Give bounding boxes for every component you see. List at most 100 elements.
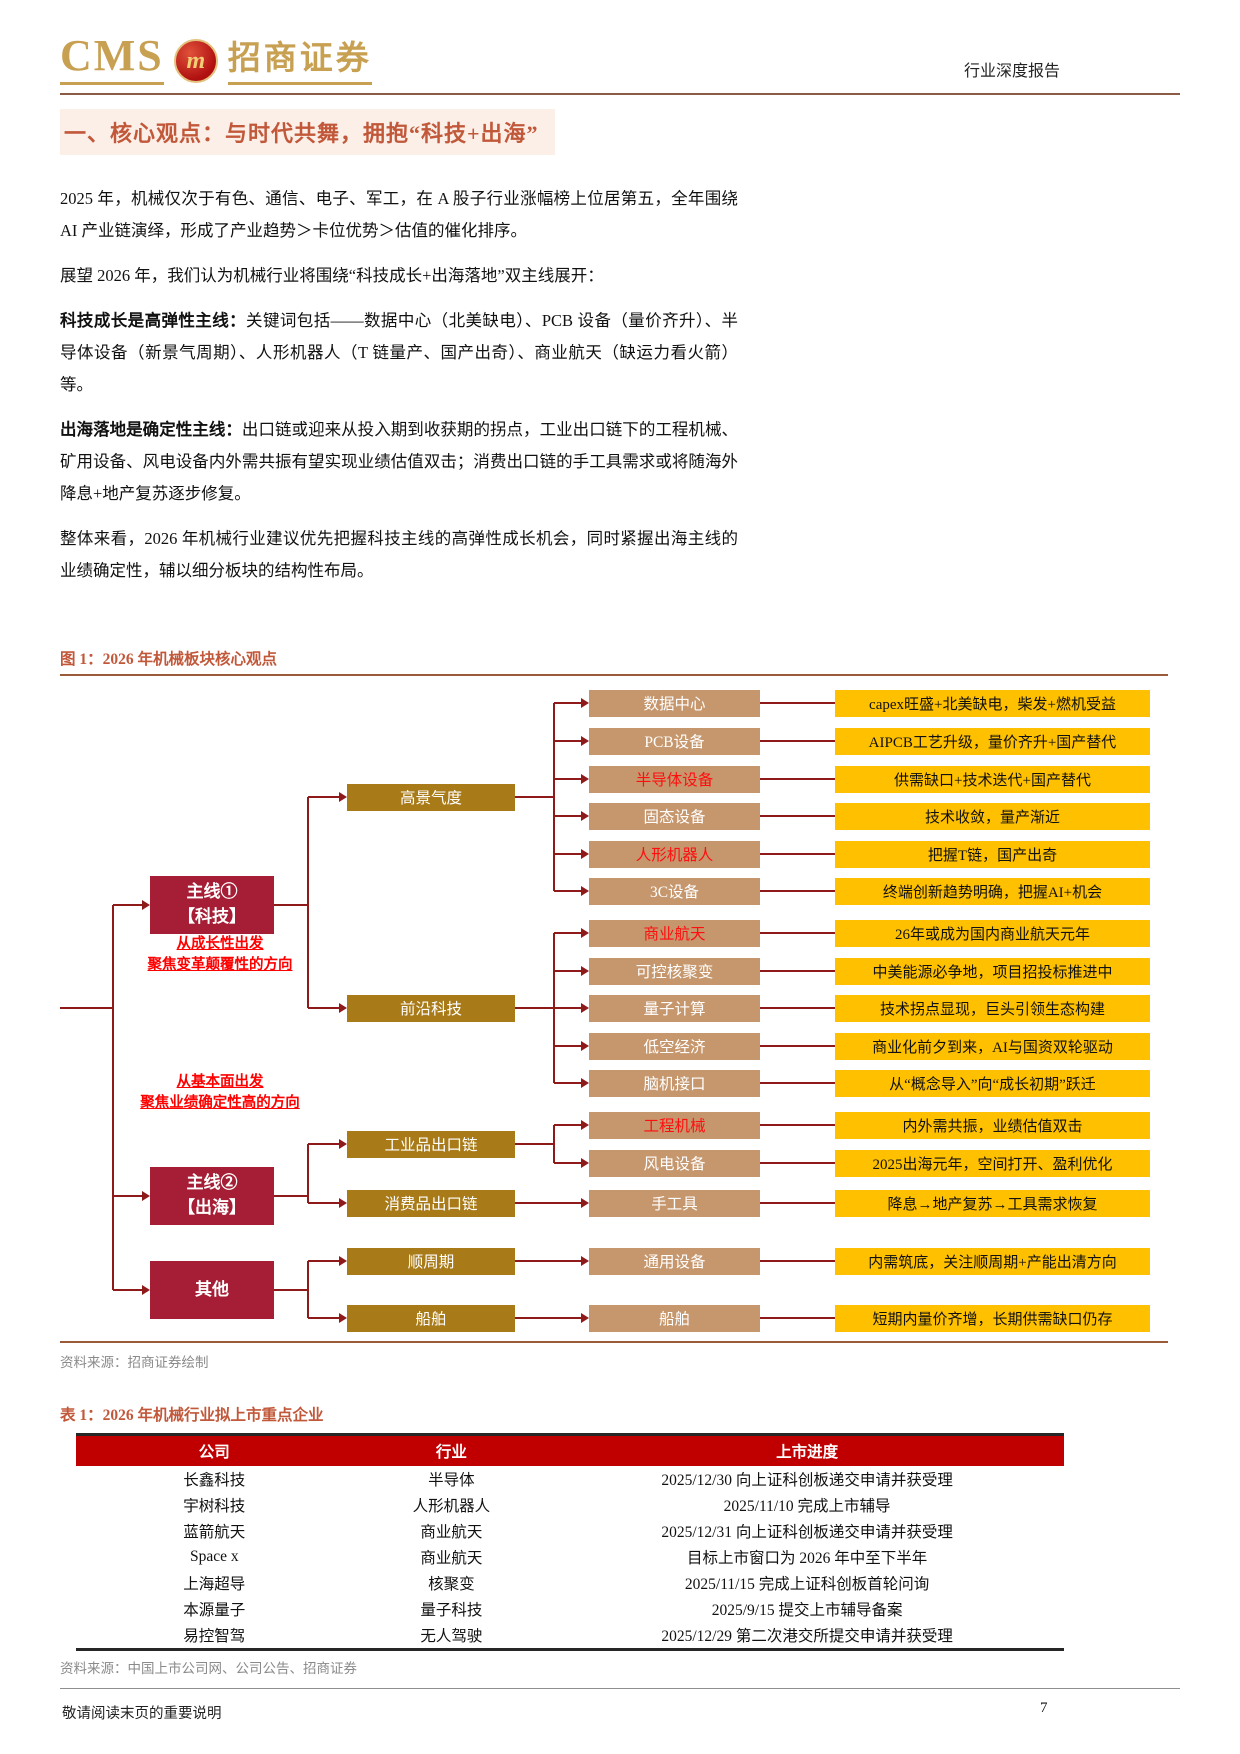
description-box: 技术收敛，量产渐近 [835,802,1150,830]
figure-source: 资料来源：招商证券绘制 [60,1355,209,1370]
brand-logo-group: CMS m 招商证券 [60,34,372,85]
table-cell: 本源量子 [183,1602,246,1619]
connector-line [553,1125,555,1163]
connector-line [760,1202,835,1204]
brand-name: 招商证券 [227,43,372,85]
connector-line [760,740,835,742]
connector-line [308,1202,340,1204]
description-box: 短期内量价齐增，长期供需缺口仍存 [835,1304,1150,1332]
connector-line [554,702,582,704]
table-cell: 无人驾驶 [420,1628,483,1645]
table-header-row: 公司行业上市进度 [76,1434,1064,1466]
description-box: 内需筑底，关注顺周期+产能出清方向 [835,1247,1150,1275]
connector-line [515,1260,582,1262]
cms-logo-icon: m [173,39,218,83]
category-box: 手工具 [589,1189,760,1217]
page-number: 7 [1040,1700,1048,1716]
connector-line [760,890,835,892]
connector-line [760,1162,835,1164]
category-box: 商业航天 [589,919,760,947]
arrowhead-icon [581,736,589,746]
header-divider [60,93,1180,95]
table-source: 资料来源：中国上市公司网、公司公告、招商证券 [60,1661,357,1676]
arrowhead-icon [581,886,589,896]
group-box: 高景气度 [347,783,515,811]
annotation-text: 从成长性出发聚焦变革颠覆性的方向 [120,934,320,976]
arrowhead-icon [142,1285,150,1295]
connector-line [554,932,582,934]
page-header: CMS m 招商证券 行业深度报告 [60,0,1180,95]
category-box: 脑机接口 [589,1069,760,1097]
main-line-label: 其他 [195,1279,229,1299]
body-paragraphs: 2025 年，机械仅次于有色、通信、电子、军工，在 A 股子行业涨幅榜上位居第五… [60,183,738,587]
annotation-text: 从基本面出发聚焦业绩确定性高的方向 [120,1072,320,1114]
table-header-cell: 行业 [352,1434,551,1466]
connector-line [554,815,582,817]
description-box: capex旺盛+北美缺电，柴发+燃机受益 [835,689,1150,717]
annotation-line: 从成长性出发 [176,936,264,952]
connector-line [515,1143,554,1145]
category-box: 3C设备 [589,877,760,905]
connector-line [307,1261,309,1318]
connector-line [760,1007,835,1009]
table-head: 公司行业上市进度 [76,1434,1064,1466]
category-box: 数据中心 [589,689,760,717]
body-paragraph: 出海落地是确定性主线：出口链或迎来从投入期到收获期的拐点，工业出口链下的工程机械… [60,414,738,510]
category-box: 低空经济 [589,1032,760,1060]
paragraph-lead-bold: 出海落地是确定性主线： [60,420,242,439]
arrowhead-icon [142,900,150,910]
description-box: 终端创新趋势明确，把握AI+机会 [835,877,1150,905]
table-cell: 易控智驾 [183,1628,246,1645]
connector-line [760,970,835,972]
table-cell: 宇树科技 [183,1498,246,1515]
category-box: 可控核聚变 [589,957,760,985]
arrowhead-icon [581,698,589,708]
description-box: 内外需共振，业绩估值双击 [835,1111,1150,1139]
table-cell: 2025/11/15 完成上证科创板首轮问询 [684,1576,930,1593]
cms-wordmark: CMS [60,34,164,85]
main-line-label: 主线②【出海】 [178,1173,246,1217]
connector-line [553,703,555,891]
arrowhead-icon [581,1198,589,1208]
arrowhead-icon [581,1003,589,1013]
connector-line [515,1007,554,1009]
body-paragraph: 科技成长是高弹性主线：关键词包括——数据中心（北美缺电）、PCB 设备（量价齐升… [60,305,738,401]
connector-line [515,796,554,798]
section-title: 一、核心观点：与时代共舞，拥抱“科技+出海” [60,109,555,155]
connector-line [554,778,582,780]
connector-line [113,904,143,906]
category-box: 固态设备 [589,802,760,830]
arrowhead-icon [581,774,589,784]
connector-line [274,1289,308,1291]
arrowhead-icon [339,1198,347,1208]
connector-line [308,1143,340,1145]
connector-line [308,1260,340,1262]
connector-line [760,1317,835,1319]
table-cell: 商业航天 [420,1524,483,1541]
connector-line [308,1317,340,1319]
connector-line [760,1082,835,1084]
paragraph-text: 展望 2026 年，我们认为机械行业将围绕“科技成长+出海落地”双主线展开： [60,266,604,285]
table-cell: 量子科技 [420,1602,483,1619]
table-title: 表 1：2026 年机械行业拟上市重点企业 [60,1407,324,1424]
group-box: 工业品出口链 [347,1130,515,1158]
connector-line [307,1144,309,1203]
footer-divider [60,1688,1180,1689]
connector-line [113,1289,143,1291]
connector-line [760,1260,835,1262]
description-box: AIPCB工艺升级，量价齐升+国产替代 [835,727,1150,755]
connector-line [274,1195,308,1197]
arrowhead-icon [339,1003,347,1013]
connector-line [60,1007,113,1009]
description-box: 26年或成为国内商业航天元年 [835,919,1150,947]
arrowhead-icon [581,1158,589,1168]
connector-line [760,1045,835,1047]
connector-line [760,702,835,704]
connector-line [760,853,835,855]
table-cell: 2025/9/15 提交上市辅导备案 [711,1602,903,1619]
